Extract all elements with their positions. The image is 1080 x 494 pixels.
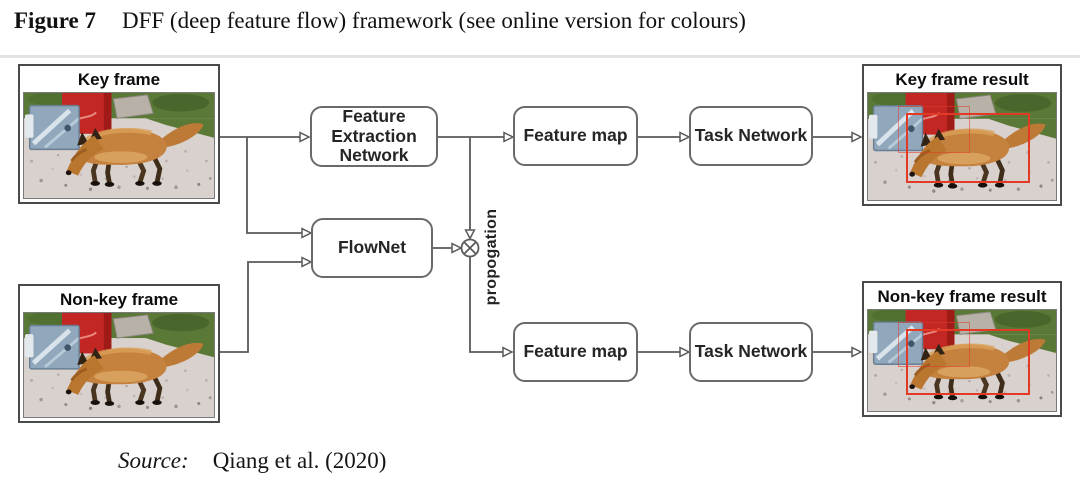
- source-label: Source:: [118, 448, 189, 473]
- detection-box-secondary: [898, 105, 970, 153]
- detection-box-secondary: [898, 322, 970, 367]
- key-frame-result-panel: Key frame result: [862, 64, 1062, 206]
- node-task-network-top: Task Network: [689, 106, 813, 166]
- node-task-network-bottom: Task Network: [689, 322, 813, 382]
- non-key-frame-result-panel: Non-key frame result: [862, 281, 1062, 417]
- key-frame-result-label: Key frame result: [895, 70, 1029, 89]
- warp-operator-icon: [460, 238, 480, 258]
- node-feature-extraction-network: Feature Extraction Network: [310, 106, 438, 167]
- arrow-nonkeyframe-to-flownet: [220, 261, 302, 353]
- node-feature-map-top: Feature map: [513, 106, 638, 166]
- caption-divider: [0, 55, 1080, 58]
- key-frame-result-image: [867, 92, 1057, 201]
- non-key-frame-label: Non-key frame: [59, 290, 179, 309]
- figure-caption: Figure 7 DFF (deep feature flow) framewor…: [14, 8, 746, 34]
- detection-bounding-box: [905, 329, 1030, 395]
- arrow-warp-to-featuremap-bottom: [469, 256, 503, 353]
- node-flownet: FlowNet: [311, 218, 433, 278]
- non-key-frame-result-image: [867, 309, 1057, 412]
- node-feature-map-bottom: Feature map: [513, 322, 638, 382]
- non-key-frame-image: [23, 312, 215, 418]
- key-frame-label: Key frame: [77, 70, 161, 89]
- key-frame-image: [23, 92, 215, 199]
- key-frame-panel: Key frame: [18, 64, 220, 204]
- propagation-label: propogation: [483, 208, 500, 306]
- fox-photo: [24, 313, 214, 417]
- fox-photo: [24, 93, 214, 198]
- source-text: Qiang et al. (2020): [212, 448, 387, 473]
- non-key-frame-result-label: Non-key frame result: [877, 287, 1047, 306]
- detection-bounding-box: [905, 113, 1030, 183]
- figure-title: DFF (deep feature flow) framework (see o…: [121, 8, 746, 33]
- figure-number: Figure 7: [14, 8, 96, 33]
- non-key-frame-panel: Non-key frame: [18, 284, 220, 423]
- arrow-keyframe-to-flownet: [246, 137, 302, 234]
- source-line: Source: Qiang et al. (2020): [118, 448, 386, 474]
